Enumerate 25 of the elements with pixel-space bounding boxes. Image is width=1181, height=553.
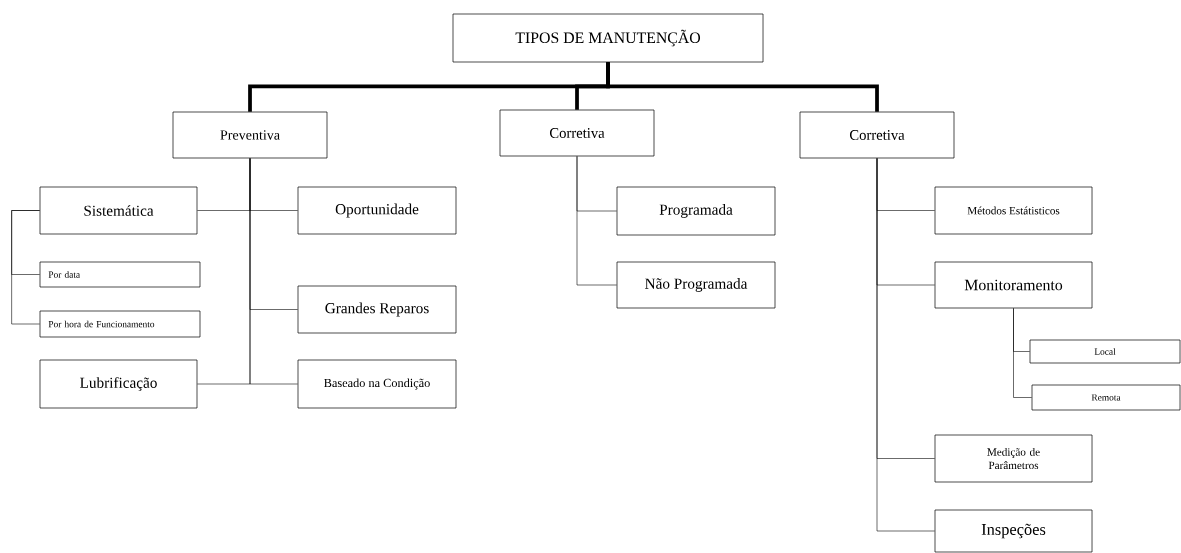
category-box: Não Programada [616,261,776,309]
category-box: Corretiva [499,109,655,157]
connector-line [876,158,935,532]
category-box: Inspeções [934,509,1093,553]
category-box: Baseado na Condição [297,359,457,409]
category-box: Sistemática [39,186,198,235]
category-box: Lubrificação [39,359,198,409]
category-box: Remota [1031,384,1181,411]
connector-line [1013,308,1032,398]
connector-line [249,158,298,385]
category-box: Corretiva [799,111,955,159]
category-box: Medição de Parâmetros [934,434,1093,483]
category-box: Preventiva [172,111,328,159]
category-box: Grandes Reparos [297,285,457,334]
connector-line [11,210,40,325]
category-box: Oportunidade [297,186,457,235]
connector-line [576,156,617,286]
category-box: Local [1029,339,1181,364]
category-box: Métodos Estátisticos [934,186,1093,235]
connector-line [606,62,879,112]
category-box: Programada [616,186,776,236]
category-box: TIPOS DE MANUTENÇÃO [452,13,764,63]
category-box: Por data [39,261,201,288]
category-box: Monitoramento [934,261,1093,309]
category-box: Por hora de Funcionamento [39,310,201,338]
